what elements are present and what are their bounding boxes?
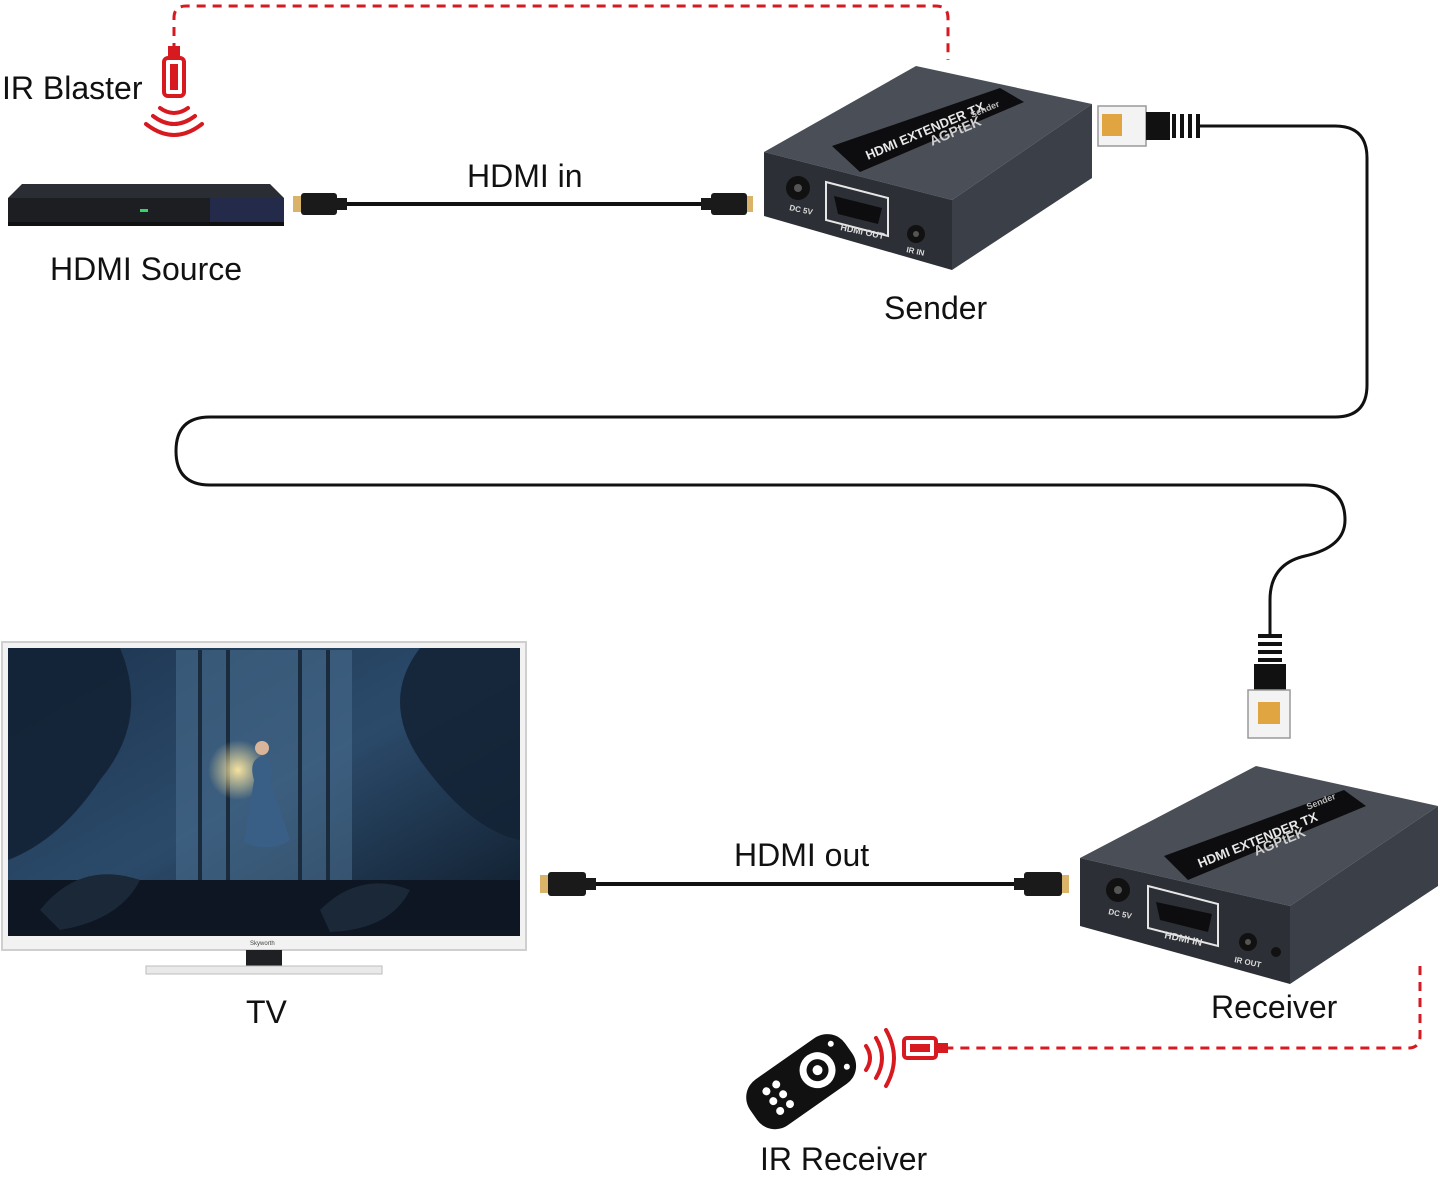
hdmi-in-label: HDMI in bbox=[467, 158, 583, 194]
tv-brand: Skyworth bbox=[250, 941, 275, 947]
sender-device: HDMI EXTENDER TX AGPtEK Sender DC 5V HDM… bbox=[764, 66, 1092, 270]
tv-label: TV bbox=[246, 994, 287, 1030]
rj45-connector-sender bbox=[1097, 105, 1200, 147]
hdmi-source-label: HDMI Source bbox=[50, 251, 243, 287]
tv-device: Skyworth bbox=[1, 641, 527, 975]
network-cable bbox=[174, 124, 1369, 638]
hdmi-source-device bbox=[8, 184, 284, 226]
ir-receiver-wire bbox=[948, 966, 1422, 1050]
ir-blaster-label: IR Blaster bbox=[2, 70, 143, 106]
hdmi-out-label: HDMI out bbox=[734, 837, 870, 873]
sender-label: Sender bbox=[884, 290, 988, 326]
ir-blaster-icon bbox=[144, 46, 204, 137]
ir-receiver-label: IR Receiver bbox=[760, 1141, 928, 1177]
ir-blaster-wire bbox=[172, 4, 950, 60]
sender-port-ir: IR IN bbox=[906, 245, 926, 258]
rj45-connector-receiver bbox=[1247, 634, 1291, 739]
hdmi-in-cable bbox=[293, 193, 753, 215]
ir-receiver-icon bbox=[746, 1028, 948, 1130]
hdmi-out-cable bbox=[540, 872, 1069, 896]
receiver-label: Receiver bbox=[1211, 989, 1338, 1025]
receiver-device: HDMI EXTENDER TX AGPtEK Sender DC 5V HDM… bbox=[1080, 766, 1438, 984]
